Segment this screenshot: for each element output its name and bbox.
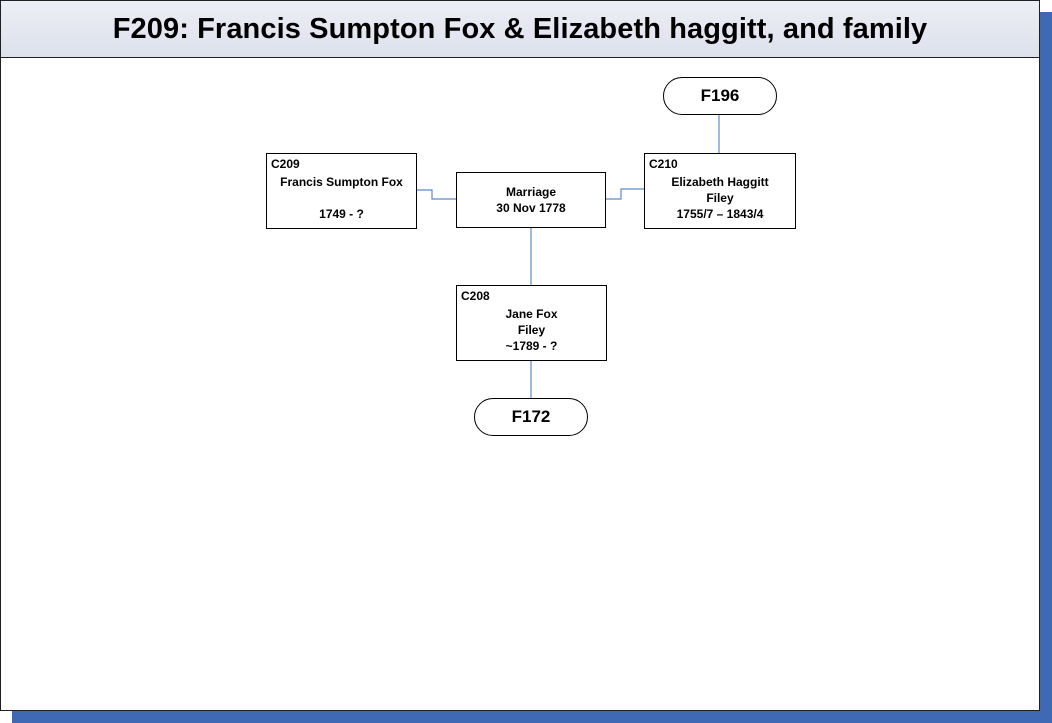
person-id: C210 [649,157,678,171]
person-place: Filey [517,323,546,337]
connector-husband-marriage [417,189,456,200]
person-dates: ~1789 - ? [505,339,558,353]
marriage-label: Marriage [505,185,557,199]
person-place: Filey [706,191,734,205]
connector-wife-marriage [606,188,644,200]
title-bar: F209: Francis Sumpton Fox & Elizabeth ha… [1,1,1039,58]
family-node-f172[interactable]: F172 [474,398,588,436]
family-node-f196-label: F196 [700,86,740,105]
person-dates: 1755/7 – 1843/4 [676,207,764,221]
page-title: F209: Francis Sumpton Fox & Elizabeth ha… [112,12,928,45]
family-node-f196[interactable]: F196 [663,77,777,115]
person-name: Jane Fox [505,307,558,321]
diagram-page: F209: Francis Sumpton Fox & Elizabeth ha… [0,0,1040,711]
person-id: C209 [271,157,300,171]
person-id: C208 [461,289,490,303]
person-name: Elizabeth Haggitt [671,175,769,189]
connector-lines [417,115,720,398]
person-place [267,190,416,206]
person-box-child[interactable]: C208 Jane Fox Filey ~1789 - ? [456,285,607,361]
person-box-husband[interactable]: C209 Francis Sumpton Fox 1749 - ? [266,153,417,229]
family-node-f172-label: F172 [511,407,551,426]
marriage-box[interactable]: Marriage 30 Nov 1778 [456,172,606,228]
person-box-wife[interactable]: C210 Elizabeth Haggitt Filey 1755/7 – 18… [644,153,796,229]
marriage-date: 30 Nov 1778 [496,201,566,215]
person-dates: 1749 - ? [319,207,364,221]
person-name: Francis Sumpton Fox [280,175,403,189]
